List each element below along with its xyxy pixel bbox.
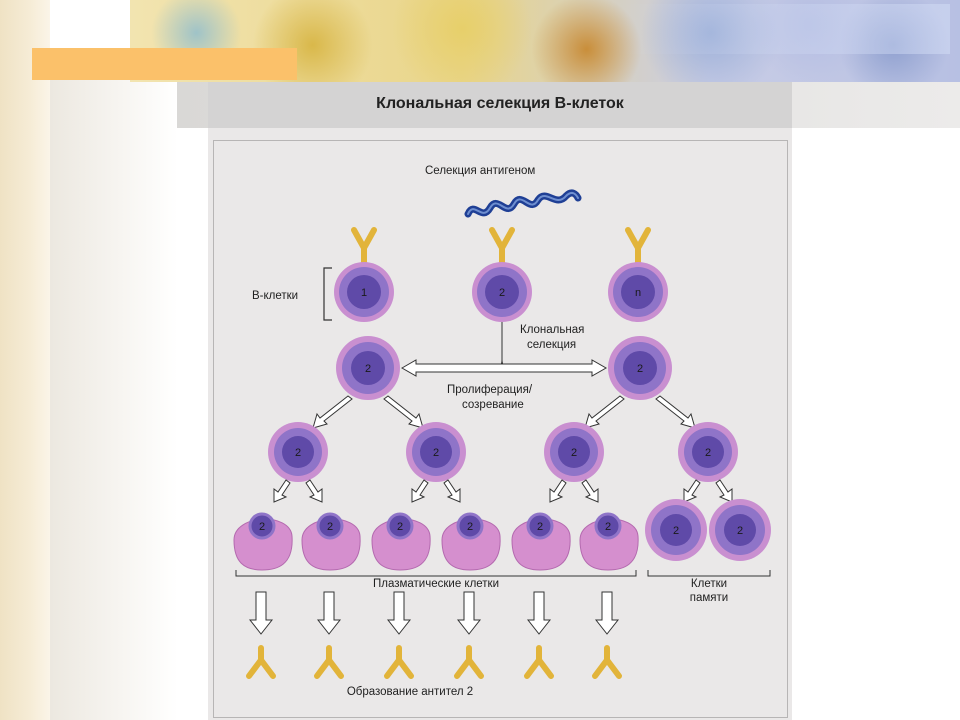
- cell-label: 2: [327, 521, 333, 533]
- clone-cell-right: [608, 336, 672, 400]
- banner-highlight: [620, 4, 950, 54]
- cell-label: 2: [637, 363, 643, 375]
- antibodies: [246, 645, 622, 679]
- cell-label: 2: [737, 525, 743, 537]
- plasma-cell: [301, 512, 361, 571]
- memory-cells-bracket: [647, 570, 771, 577]
- clone-cell-left: [336, 336, 400, 400]
- plasma-cells-label: Плазматические клетки: [372, 578, 500, 590]
- receptor-icon: [625, 227, 651, 267]
- antigen-selection-label: Селекция антигеном: [425, 165, 536, 177]
- b-cells-bracket: [323, 267, 332, 321]
- antibody-icon: [592, 645, 622, 679]
- double-arrow: [400, 359, 608, 377]
- figure-title: Клональная селекция В-клеток: [376, 95, 624, 112]
- cell-label: 2: [397, 521, 403, 533]
- figure-title-bar: [208, 82, 792, 128]
- cell-label: 2: [365, 363, 371, 375]
- antibody-icon: [314, 645, 344, 679]
- cell-label-n: n: [635, 287, 641, 299]
- cell-label: 2: [537, 521, 543, 533]
- b-cell-2: [472, 227, 532, 322]
- plasma-cell: [441, 512, 501, 571]
- receptor-icon: [489, 227, 515, 267]
- plasma-cells: [233, 512, 639, 571]
- receptor-icon: [351, 227, 377, 267]
- plasma-cell: [579, 512, 639, 571]
- clonal-selection-label-1: Клональная: [520, 324, 585, 336]
- proliferation-label-2: созревание: [462, 399, 524, 411]
- cell-label: 2: [705, 447, 711, 459]
- cell-label: 2: [259, 521, 265, 533]
- paper-texture-left: [0, 0, 50, 720]
- antibody-icon: [246, 645, 276, 679]
- antibody-icon: [384, 645, 414, 679]
- b-cells-label: В-клетки: [252, 290, 299, 302]
- cell-label: 2: [433, 447, 439, 459]
- plasma-cell: [511, 512, 571, 571]
- cell-label: 2: [605, 521, 611, 533]
- cell-label: 2: [571, 447, 577, 459]
- antigen-icon: [464, 189, 582, 218]
- plasma-cell: [233, 512, 293, 571]
- antibody-formation-label: Образование антител 2: [346, 686, 474, 698]
- cell-label-2: 2: [499, 287, 505, 299]
- proliferation-arrows-1: [312, 395, 696, 429]
- b-cell-1: [334, 227, 394, 322]
- cell-label: 2: [673, 525, 679, 537]
- plasma-cells-bracket: [235, 570, 637, 577]
- memory-cells-label-1: Клетки: [690, 578, 728, 590]
- slide-shadow-column: [50, 80, 178, 720]
- clonal-selection-label-2: селекция: [527, 339, 577, 351]
- antibody-icon: [454, 645, 484, 679]
- third-row-cells: [268, 422, 738, 482]
- memory-cells: [645, 499, 771, 561]
- cell-label: 2: [467, 521, 473, 533]
- plasma-cell: [371, 512, 431, 571]
- memory-cells-label-2: памяти: [689, 592, 729, 604]
- figure-panel: Клональная селекция В-клеток: [208, 82, 792, 720]
- proliferation-arrows-2: [273, 479, 733, 503]
- secretion-arrows: [248, 591, 620, 635]
- cell-label-1: 1: [361, 287, 367, 299]
- cell-label: 2: [295, 447, 301, 459]
- antibody-icon: [524, 645, 554, 679]
- figure-frame: [213, 140, 788, 718]
- b-cell-n: [608, 227, 668, 322]
- orange-accent-bar: [32, 48, 297, 80]
- proliferation-label-1: Пролиферация/: [447, 384, 533, 396]
